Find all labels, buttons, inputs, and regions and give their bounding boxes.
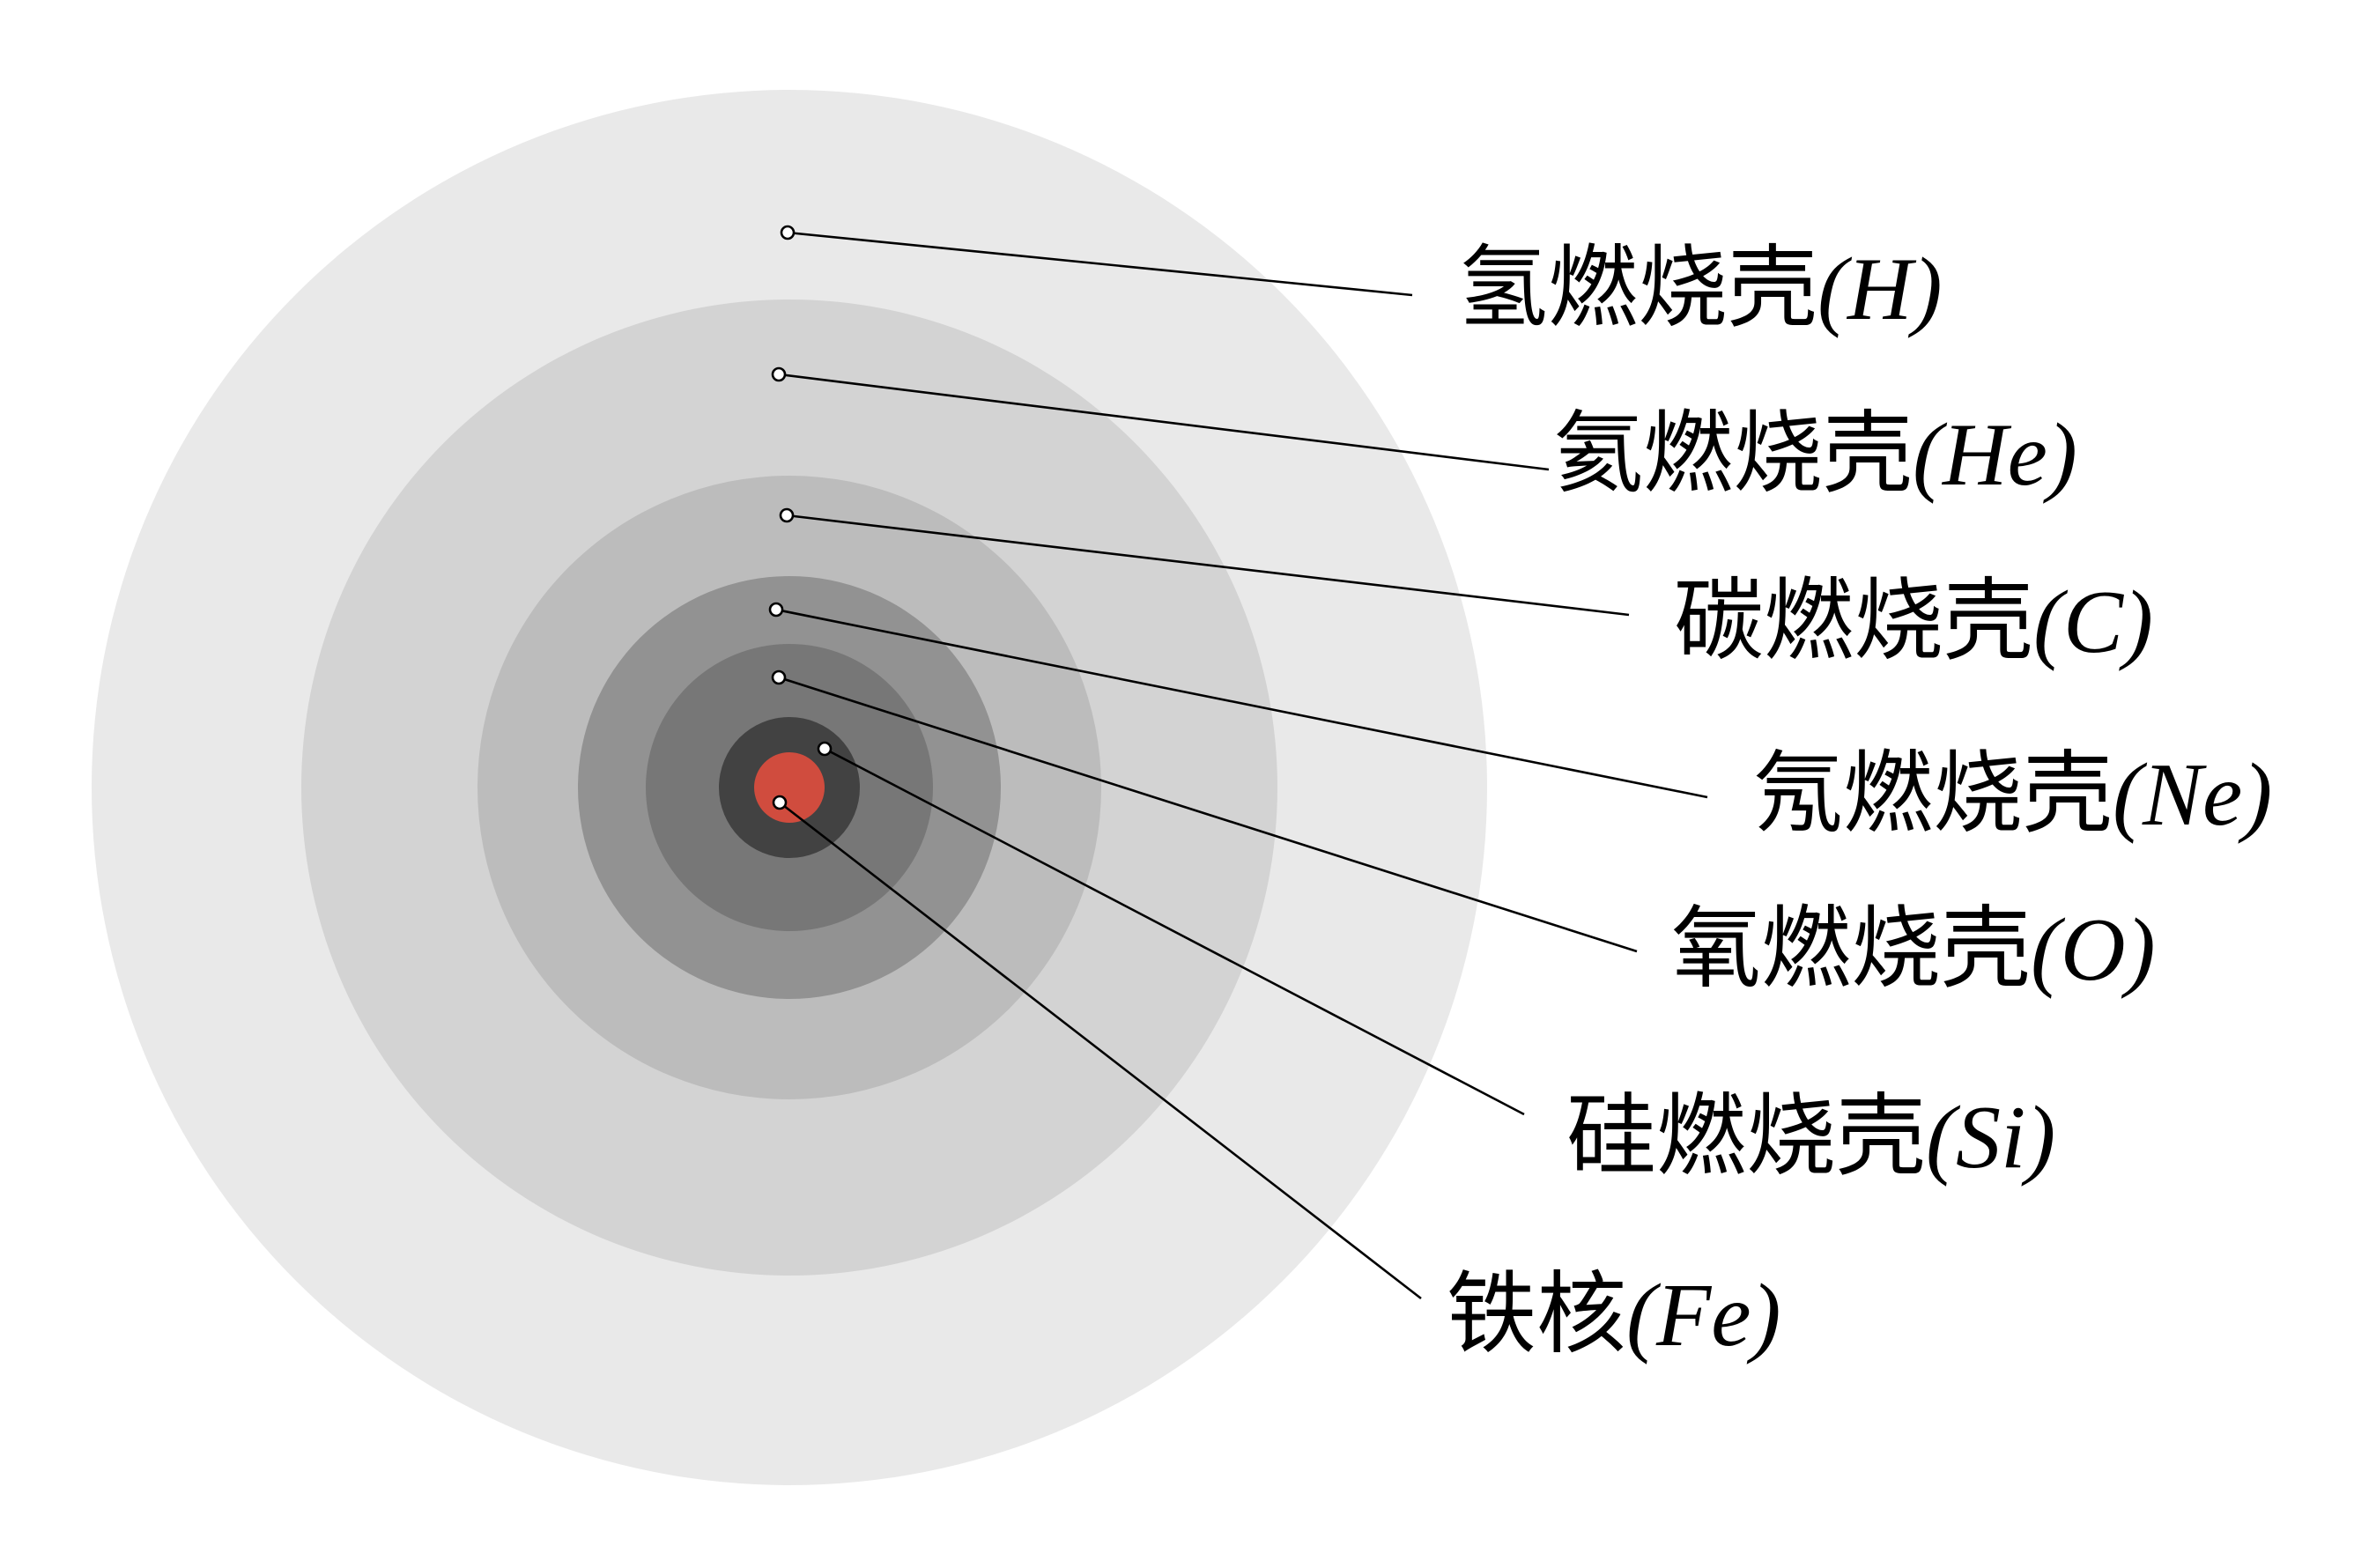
iron-label-symbol: (Fe) [1626, 1266, 1781, 1365]
hydrogen-leader-line [787, 231, 1413, 297]
labels: 氢燃烧壳(H) 氦燃烧壳(He) 碳燃烧壳(C) 氖燃烧壳(Ne) 氧燃烧壳(O… [1447, 236, 2272, 1367]
hydrogen-label-name: 氢燃烧壳 [1458, 236, 1817, 341]
neon-marker [768, 602, 784, 618]
helium-label-symbol: (He) [1913, 405, 2077, 505]
silicon-label-symbol: (Si) [1926, 1088, 2055, 1187]
carbon-label-symbol: (C) [2033, 573, 2153, 672]
carbon-label: 碳燃烧壳(C) [1674, 569, 2153, 674]
hydrogen-marker [780, 225, 796, 240]
iron-leader-line [779, 801, 1422, 1300]
shell-group [92, 90, 1487, 1485]
hydrogen-label: 氢燃烧壳(H) [1458, 236, 1943, 341]
helium-label-name: 氦燃烧壳 [1553, 402, 1913, 507]
oxygen-marker [771, 669, 787, 685]
helium-label: 氦燃烧壳(He) [1553, 402, 2077, 507]
neon-label-symbol: (Ne) [2113, 745, 2272, 845]
iron-label: 铁核(Fe) [1447, 1262, 1781, 1367]
silicon-marker [817, 741, 833, 757]
leader-lines [775, 231, 1708, 1300]
oxygen-label-symbol: (O) [2031, 900, 2156, 1000]
silicon-label-name: 硅燃烧壳 [1566, 1084, 1926, 1189]
silicon-label: 硅燃烧壳(Si) [1566, 1084, 2055, 1189]
iron-core [754, 752, 825, 823]
silicon-leader-line [824, 747, 1525, 1116]
hydrogen-label-symbol: (H) [1817, 240, 1943, 339]
iron-label-name: 铁核 [1447, 1262, 1626, 1367]
helium-leader-line [778, 373, 1550, 471]
iron-marker [772, 795, 788, 810]
helium-marker [771, 366, 787, 382]
carbon-label-name: 碳燃烧壳 [1674, 569, 2033, 674]
oxygen-leader-line [778, 676, 1638, 953]
carbon-marker [779, 507, 795, 523]
oxygen-label-name: 氧燃烧壳 [1671, 897, 2031, 1002]
neon-label-name: 氖燃烧壳 [1753, 742, 2113, 847]
anchor-markers [768, 225, 833, 810]
neon-label: 氖燃烧壳(Ne) [1753, 742, 2272, 847]
neon-leader-line [775, 608, 1708, 799]
oxygen-label: 氧燃烧壳(O) [1671, 897, 2156, 1002]
carbon-leader-line [786, 514, 1630, 617]
